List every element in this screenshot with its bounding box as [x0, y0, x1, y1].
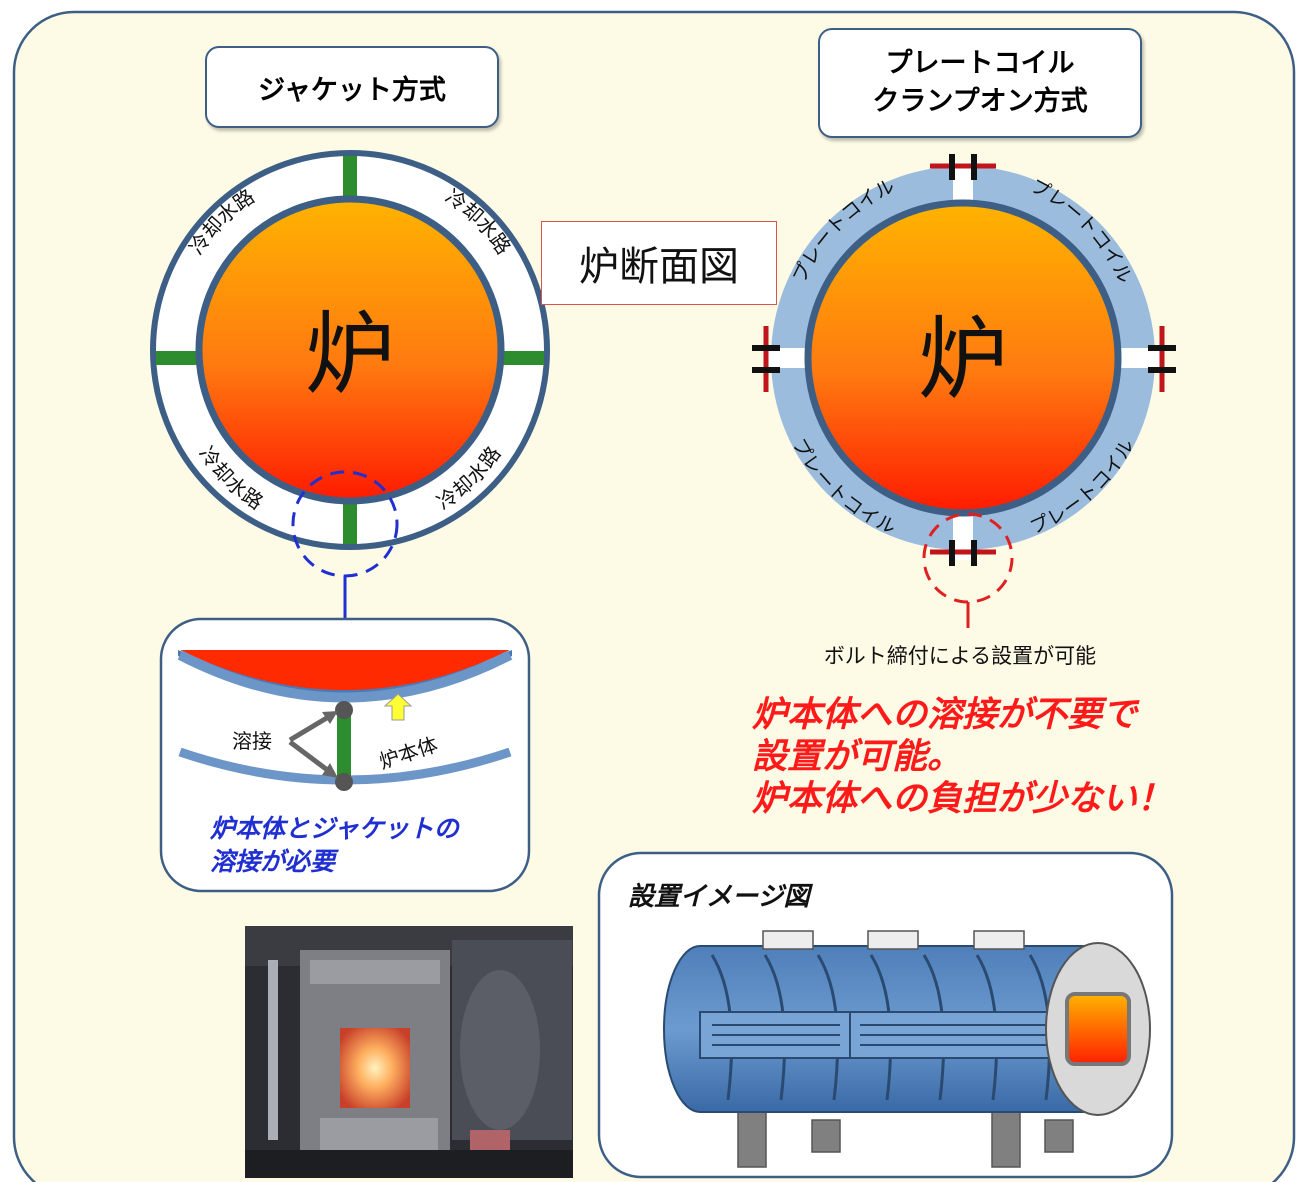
jacket-furnace-label: 炉: [305, 302, 395, 407]
jacket-cross-section: 炉 冷却水路 冷却水路 冷却水路 冷却水路: [150, 150, 550, 620]
section-diagram-title: 炉断面図: [541, 221, 777, 305]
plate-title-line2: クランプオン方式: [872, 86, 1088, 117]
weld-arrows: [288, 711, 338, 778]
jacket-note-line2: 溶接が必要: [210, 847, 336, 876]
merit-line2: 設置が可能。: [752, 737, 963, 777]
plate-furnace-label: 炉: [918, 307, 1008, 412]
merit-line3: 炉本体への負担が少ない！: [752, 779, 1173, 819]
weld-label: 溶接: [232, 729, 272, 753]
jacket-note-line1: 炉本体とジャケットの: [210, 814, 459, 843]
jacket-method-title: ジャケット方式: [205, 46, 499, 128]
bolt-top: [930, 154, 996, 180]
plate-coil-method-title: プレートコイル クランプオン方式: [818, 28, 1142, 138]
jacket-ribs: [156, 156, 544, 544]
bolt-bottom: [930, 540, 996, 566]
plate-furnace-body: [804, 199, 1122, 517]
plate-coil-merit: 炉本体への溶接が不要で 設置が可能。 炉本体への負担が少ない！: [752, 694, 1252, 820]
jacket-weld-note: 炉本体とジャケットの 溶接が必要: [210, 812, 510, 878]
plate-coil-gaps: [767, 162, 1160, 560]
install-image-title: 設置イメージ図: [628, 882, 810, 912]
bolt-left: [752, 326, 780, 392]
plate-title-line1: プレートコイル: [885, 48, 1075, 79]
bolt-right: [1148, 326, 1176, 392]
jacket-furnace-body: [195, 195, 505, 505]
furnace-photo: [245, 926, 573, 1178]
bolt-install-note: ボルト締付による設置が可能: [823, 644, 1097, 668]
install-image-box: [597, 851, 1174, 1179]
jacket-detail-box: 炉本体: [159, 617, 531, 893]
merit-line1: 炉本体への溶接が不要で: [752, 695, 1138, 735]
